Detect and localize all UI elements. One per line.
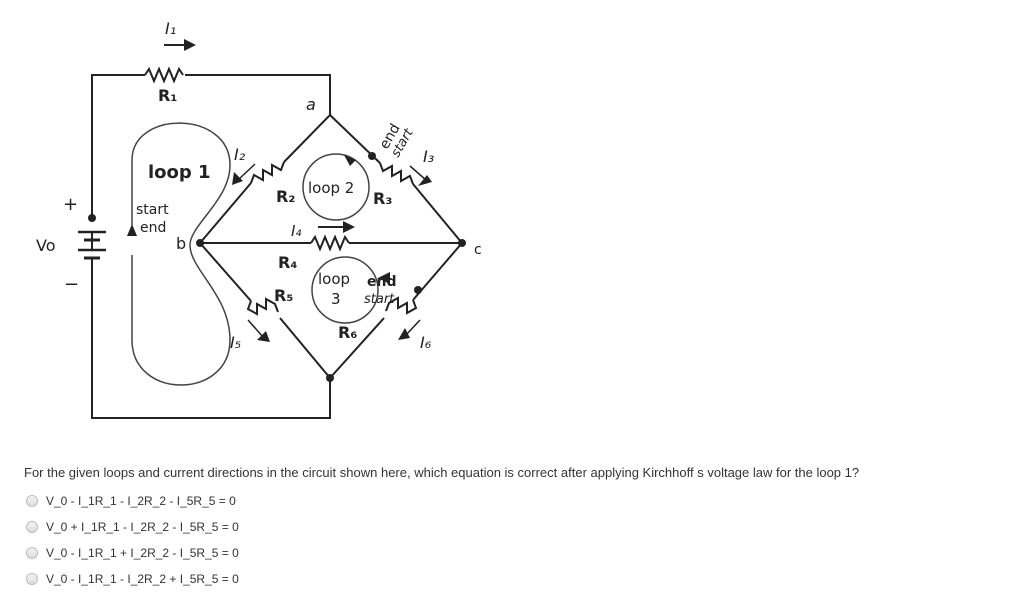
question-text: For the given loops and current directio… <box>24 465 860 480</box>
answer-option[interactable]: V_0 - I_1R_1 - I_2R_2 - I_5R_5 = 0 <box>26 488 239 514</box>
label-r6: R₆ <box>338 323 357 342</box>
label-r5: R₅ <box>274 286 293 305</box>
resistor-r1 <box>144 66 184 84</box>
answer-option-label: V_0 + I_1R_1 - I_2R_2 - I_5R_5 = 0 <box>46 520 239 534</box>
radio-button[interactable] <box>26 495 38 507</box>
label-loop1: loop 1 <box>148 162 211 183</box>
label-end-left: end <box>140 220 166 236</box>
label-end-bottom: end <box>367 274 396 290</box>
wire-r3-c <box>412 183 463 244</box>
resistor-r5 <box>246 297 279 316</box>
label-i2: I₂ <box>234 145 246 164</box>
node-d <box>326 374 334 382</box>
node-c <box>458 239 466 247</box>
resistor-r4 <box>310 234 350 252</box>
wire-left-lower <box>91 265 331 419</box>
radio-button[interactable] <box>26 573 38 585</box>
arrow-i6-icon <box>398 328 410 340</box>
label-loop3-word: loop <box>318 270 350 288</box>
wire-r6-d <box>329 317 385 379</box>
answer-option-label: V_0 - I_1R_1 - I_2R_2 - I_5R_5 = 0 <box>46 494 236 508</box>
loop1-path <box>131 122 231 386</box>
arrow-i3-icon <box>418 175 432 186</box>
loop1-arrow-icon <box>127 224 137 236</box>
label-i1: I₁ <box>165 19 176 38</box>
label-node-c: c <box>474 242 482 258</box>
label-loop3-number: 3 <box>331 290 341 308</box>
label-r4: R₄ <box>278 253 297 272</box>
label-loop2: loop 2 <box>308 179 354 197</box>
label-r1: R₁ <box>158 86 177 105</box>
label-r3: R₃ <box>373 189 392 208</box>
loop2-arrow-icon <box>344 155 356 166</box>
wire-r2-b <box>199 182 252 244</box>
wire-r5-d <box>279 317 331 379</box>
arrow-i1-icon <box>184 39 196 51</box>
label-minus: − <box>64 274 79 295</box>
arrow-i4-icon <box>343 221 355 233</box>
label-start-bottom: start <box>364 292 395 307</box>
answer-options: V_0 - I_1R_1 - I_2R_2 - I_5R_5 = 0 V_0 +… <box>26 488 239 592</box>
label-i5: I₅ <box>230 333 241 352</box>
answer-option-label: V_0 - I_1R_1 - I_2R_2 + I_5R_5 = 0 <box>46 572 239 586</box>
arrow-i2-shaft <box>237 163 256 181</box>
answer-option[interactable]: V_0 + I_1R_1 - I_2R_2 - I_5R_5 = 0 <box>26 514 239 540</box>
label-i4: I₄ <box>291 222 301 240</box>
label-vo: Vo <box>36 236 56 255</box>
label-i3: I₃ <box>423 147 434 166</box>
label-node-a: a <box>306 95 316 114</box>
wire-top-right <box>185 74 331 115</box>
label-r2: R₂ <box>276 187 295 206</box>
label-start-left: start <box>136 202 169 218</box>
radio-button[interactable] <box>26 547 38 559</box>
label-node-b: b <box>176 234 186 253</box>
resistor-r2 <box>250 161 285 184</box>
loop3-arrow-icon <box>378 272 390 284</box>
loop3-circle <box>311 256 379 324</box>
arrow-i2-icon <box>232 172 243 185</box>
resistor-r3 <box>379 162 414 185</box>
node-battery <box>88 214 96 222</box>
loop2-circle <box>302 153 370 221</box>
wire-top <box>91 74 145 218</box>
label-plus: + <box>63 194 78 215</box>
arrow-i3-shaft <box>409 165 427 181</box>
radio-button[interactable] <box>26 521 38 533</box>
node-loop3-start <box>414 286 422 294</box>
circuit-diagram: I₁ R₁ a I₂ R₂ loop 1 loop 2 end start I₃… <box>36 19 482 419</box>
resistor-r6 <box>385 296 418 315</box>
wire-a-r2 <box>283 114 331 163</box>
label-i6: I₆ <box>420 333 432 352</box>
node-loop2-start <box>368 152 376 160</box>
answer-option[interactable]: V_0 - I_1R_1 + I_2R_2 - I_5R_5 = 0 <box>26 540 239 566</box>
arrow-i6-shaft <box>405 319 421 336</box>
answer-option[interactable]: V_0 - I_1R_1 - I_2R_2 + I_5R_5 = 0 <box>26 566 239 592</box>
arrow-i5-shaft <box>247 319 264 338</box>
wire-b-r5 <box>199 242 252 302</box>
answer-option-label: V_0 - I_1R_1 + I_2R_2 - I_5R_5 = 0 <box>46 546 239 560</box>
node-b <box>196 239 204 247</box>
